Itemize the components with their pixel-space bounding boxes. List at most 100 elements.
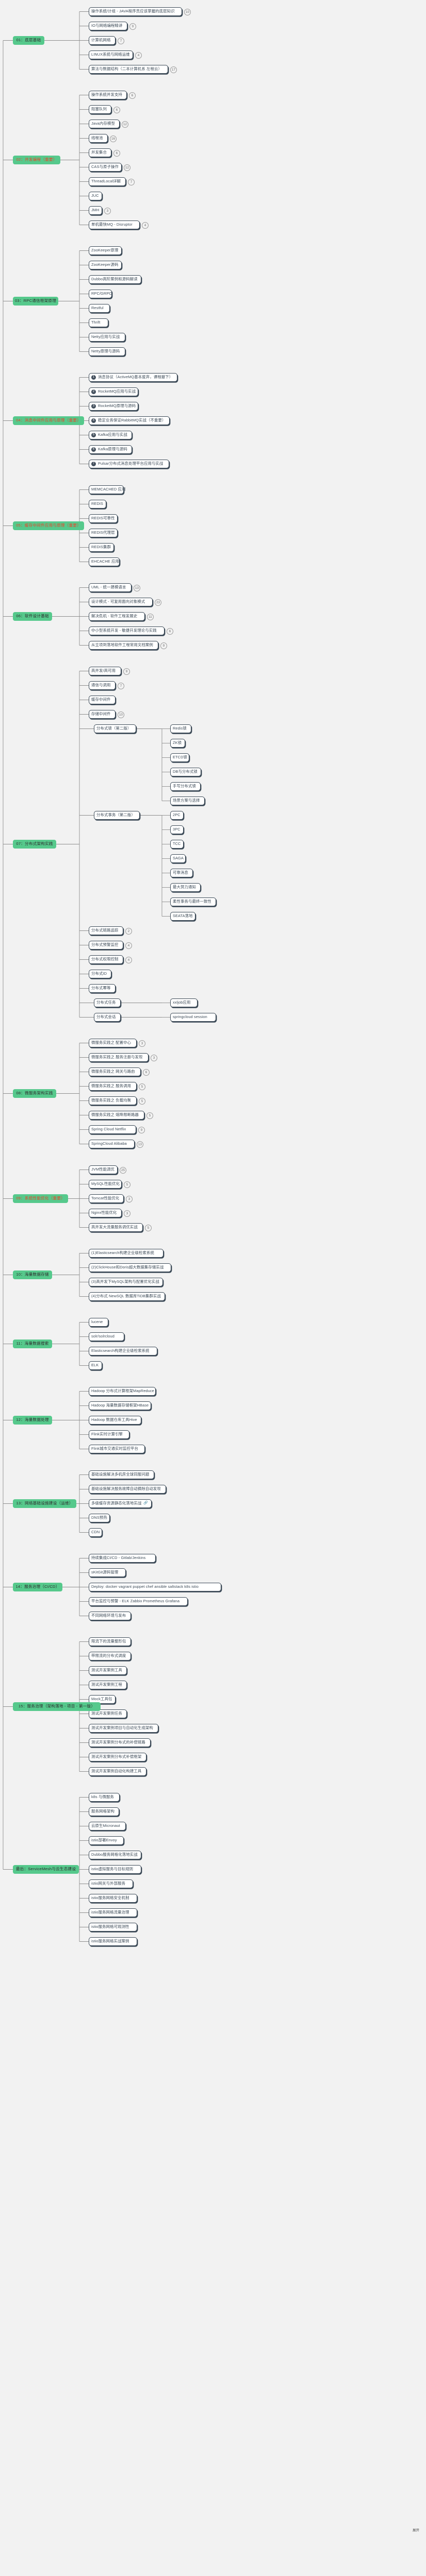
mindmap-node-l1[interactable]: 测试开发案例分布式补偿框架 [89,1753,146,1761]
mindmap-node-l2[interactable]: 2PC [170,811,184,820]
mindmap-node-l1[interactable]: 微服务实践之 负载均衡 [89,1096,137,1105]
mindmap-node-l1[interactable]: ZooKeeper源码 [89,261,122,269]
mindmap-node-l1[interactable]: 持续集成CI/CD - Gitlab/Jenkins [89,1554,156,1563]
mindmap-root-node[interactable]: 09：系统性能优化（重要） [13,1194,68,1203]
mindmap-node-l1[interactable]: 阻塞队列 [89,105,111,114]
mindmap-node-l1[interactable]: 基础设施解决服务故障自动摘除自动发现 [89,1485,166,1494]
mindmap-node-l1[interactable]: 云原生Micronaut [89,1822,126,1831]
mindmap-node-l1[interactable]: JVM性能调优 [89,1165,118,1174]
mindmap-node-l1[interactable]: lucene [89,1318,108,1327]
mindmap-node-l1[interactable]: istio服务网格可观测性 [89,1923,137,1931]
mindmap-node-l1[interactable]: 测试开发案例工具 [89,1666,127,1675]
mindmap-node-l1[interactable]: istio网关与外部服务 [89,1879,133,1888]
mindmap-node-l1[interactable]: RPC/GRPC [89,290,112,298]
mindmap-node-l1[interactable]: Nginx性能优化 [89,1209,122,1217]
mindmap-node-l1[interactable]: 微服务实践之 网关与路由 [89,1067,141,1076]
mindmap-root-node[interactable]: 06：软件设计基础 [13,612,52,621]
mindmap-node-l2[interactable]: ETCD锁 [170,753,189,762]
mindmap-node-l1[interactable]: 分布式权限控制 [89,955,123,964]
mindmap-node-l1[interactable]: istio服务网格流量治理 [89,1908,137,1917]
mindmap-node-l1[interactable]: REDIS [89,500,106,509]
mindmap-node-l1[interactable]: ThreadLocal详解 [89,177,126,186]
mindmap-node-l2[interactable]: 场景方案与选择 [170,796,205,805]
mindmap-node-l1[interactable]: SpringCloud Alibaba [89,1140,135,1148]
link-icon[interactable]: 🔗 [143,1501,149,1505]
mindmap-node-l2[interactable]: ZK锁 [170,739,185,748]
mindmap-node-l1[interactable]: 算法与数据结构（二本计算机系 左程云） [89,65,168,74]
mindmap-node-l2[interactable]: Redis锁 [170,724,191,733]
mindmap-node-l1[interactable]: Restful [89,304,110,313]
mindmap-node-l1[interactable]: 带限流的分布式调度 [89,1652,131,1660]
mindmap-root-node[interactable]: 13：网络基础设施建设（运维） [13,1499,76,1508]
mindmap-node-l1[interactable]: JMH [89,206,102,215]
mindmap-node-l1[interactable]: CDN [89,1528,102,1537]
mindmap-node-l1[interactable]: UML - 统一建模语言 [89,583,132,592]
mindmap-root-node[interactable]: 12：海量数据处理 [13,1416,52,1425]
mindmap-node-l2[interactable]: 最大努力通知 [170,883,201,892]
mindmap-node-l1[interactable]: 分布式链路追踪 [89,926,123,935]
mindmap-root-node[interactable]: 10：海量数据存储 [13,1270,52,1279]
mindmap-node-l1[interactable]: LINUX系统与网络运维 [89,50,133,59]
mindmap-node-l1[interactable]: 多级缓存资源静态化落地实战🔗 [89,1499,152,1508]
mindmap-node-l1[interactable]: REDIS代理层 [89,529,118,537]
mindmap-node-l1[interactable]: 计算机网络 [89,36,116,45]
mindmap-node-l1[interactable]: 分布式ID [89,970,111,978]
mindmap-node-l1[interactable]: 测试开发案例工程 [89,1681,127,1689]
mindmap-node-l1[interactable]: Dubbo高阶案例和源码解读 [89,275,141,284]
mindmap-node-l1[interactable]: DNS预热 [89,1514,110,1522]
mindmap-node-l1[interactable]: 测试开发案例项目与自动化生成架构 [89,1724,158,1733]
mindmap-root-node[interactable]: 07：分布式架构实践 [13,840,56,849]
mindmap-node-l1[interactable]: Netty原理与源码 [89,347,125,356]
mindmap-node-l1[interactable]: (2)ClickHouse和Doris超大数据集存储实战 [89,1263,171,1272]
mindmap-node-l1[interactable]: 测试开发案例任务 [89,1709,127,1718]
mindmap-node-l2[interactable]: 3PC [170,825,184,834]
mindmap-node-l1[interactable]: Deploy: docker vagrant puppet chef ansib… [89,1583,221,1591]
mindmap-node-l2[interactable]: SAGA [170,854,186,863]
mindmap-node-l1[interactable]: 中小型系统开发 - 敏捷开发理论与实践 [89,626,165,635]
mindmap-node-l1[interactable]: 测试开发案例自动化构建工具 [89,1767,146,1776]
mindmap-node-l1[interactable]: istio服务网格安全机制 [89,1894,137,1903]
mindmap-node-l1[interactable]: (3)高并发下MySQL架构与配置优化实战 [89,1278,163,1286]
mindmap-node-l1[interactable]: (1)Elasticsearch构建企业级检索系统 [89,1249,163,1258]
mindmap-root-node[interactable]: 15：服务治理（架构落地 - 项目 - 第一版） [13,1702,101,1711]
mindmap-node-l1[interactable]: Hadoop 分布式计算框架MapReduce [89,1387,156,1396]
mindmap-node-l1[interactable]: REDIS集群 [89,543,114,552]
mindmap-node-l1[interactable]: 基础设施解决多机房全球同服问题 [89,1470,154,1479]
mindmap-node-l1[interactable]: Netty应用与实战 [89,333,125,342]
mindmap-node-l1[interactable]: 微服务实践之 配置中心 [89,1039,137,1047]
mindmap-node-l1[interactable]: Java内存模型 [89,120,120,128]
mindmap-node-l1[interactable]: JUC [89,192,102,200]
mindmap-node-l1[interactable]: 操作系统/计组 - JAVA程序员应该掌握的底层知识 [89,7,182,16]
mindmap-root-node[interactable]: 11：海量数据搜索 [13,1340,52,1348]
mindmap-node-l1[interactable]: 分布式任务 [94,998,121,1007]
mindmap-node-l1[interactable]: EHCACHE 应用 [89,557,120,566]
mindmap-node-l1[interactable]: Dubbo服务网格化落地实战 [89,1851,141,1859]
mindmap-root-node[interactable]: 最后：ServiceMesh与云生态建设 [13,1865,79,1874]
mindmap-root-node[interactable]: 04：消息中间件应用与原理（重要） [13,416,84,425]
mindmap-node-l1[interactable]: 解决危机 - 软件工程发展史 [89,612,145,621]
mindmap-node-l1[interactable]: IO与网络编程精讲 [89,22,127,30]
mindmap-node-l1[interactable]: solr/solrcloud [89,1332,124,1341]
mindmap-node-l1[interactable]: 平台监控与预警 - ELK Zabbix Prometheus Grafana [89,1597,188,1606]
mindmap-node-l1[interactable]: 微服务实践之 服务调用 [89,1082,137,1091]
mindmap-node-l1[interactable]: 通信与调用 [89,681,116,690]
mindmap-root-node[interactable]: 08：微服务架构实践 [13,1089,56,1098]
mindmap-node-l2[interactable]: DB与分布式锁 [170,768,201,776]
mindmap-node-l1[interactable]: 微服务实践之 熔降限断路器 [89,1111,144,1120]
mindmap-node-l1[interactable]: Thrift [89,318,108,327]
mindmap-root-node[interactable]: 05：缓存中间件应用与原理（重要） [13,521,84,530]
mindmap-node-l1[interactable]: 缓存中间件 [89,696,116,704]
mindmap-node-l1[interactable]: Flink城市交通实时监控平台 [89,1445,145,1453]
mindmap-node-l1[interactable]: Tomcat性能优化 [89,1194,124,1203]
mindmap-node-l1[interactable]: 分布式事务（第二版） [94,811,140,820]
mindmap-node-l1[interactable]: Mock工具包 [89,1695,116,1704]
mindmap-node-l1[interactable]: ZooKeeper原理 [89,246,122,255]
mindmap-node-l1[interactable]: 微服务实践之 服务注册与发现 [89,1053,149,1062]
mindmap-node-l2[interactable]: xxljob应用 [170,998,198,1007]
mindmap-node-l1[interactable]: 存储中间件 [89,710,116,719]
